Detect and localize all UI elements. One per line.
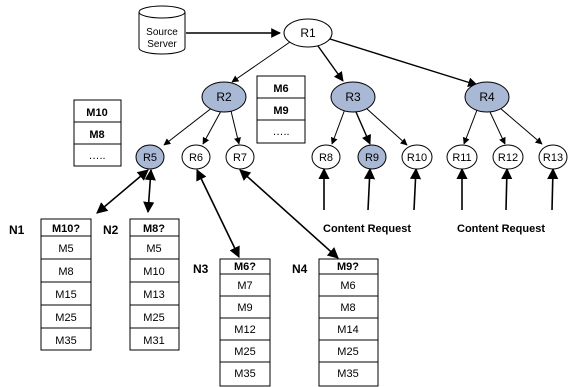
svg-text:…..: …..: [88, 150, 105, 162]
edge-r1-r2: [231, 41, 291, 83]
svg-text:M15: M15: [55, 289, 76, 301]
request-arrow-r9: [363, 167, 376, 211]
svg-text:R13: R13: [543, 152, 563, 164]
router-r10: R10: [401, 144, 433, 170]
svg-text:M35: M35: [337, 368, 358, 380]
node-n4: N4 M9? M6 M8 M14 M25 M35: [292, 258, 379, 387]
router-r3: R3: [330, 81, 376, 113]
edge-r2-r6: [202, 110, 222, 145]
svg-text:M5: M5: [146, 243, 161, 255]
svg-text:M10?: M10?: [52, 223, 80, 235]
edge-r4-r12: [489, 111, 506, 145]
svg-text:M25: M25: [143, 312, 164, 324]
router-r1: R1: [283, 18, 333, 48]
request-arrow-r12: [501, 167, 513, 211]
content-request-label-left: Content Request: [323, 223, 411, 235]
edge-r3-r8: [330, 108, 346, 145]
svg-text:M9?: M9?: [337, 261, 359, 273]
svg-text:M8?: M8?: [143, 223, 165, 235]
svg-text:M35: M35: [234, 368, 255, 380]
svg-text:M5: M5: [58, 243, 73, 255]
svg-text:…..: …..: [272, 126, 289, 138]
svg-text:M25: M25: [337, 346, 358, 358]
svg-text:M14: M14: [337, 324, 358, 336]
edge-r3-r10: [365, 107, 408, 146]
node-n3: N3 M6? M7 M9 M12 M25 M35: [193, 258, 271, 387]
svg-text:N2: N2: [103, 223, 119, 237]
svg-text:N1: N1: [9, 223, 25, 237]
svg-text:R12: R12: [498, 152, 518, 164]
node-n2: N2 M8? M5 M10 M13 M25 M31: [103, 218, 180, 351]
svg-text:R11: R11: [452, 152, 471, 164]
source-server-label-2: Server: [147, 39, 177, 50]
edge-r2-r7: [230, 110, 241, 145]
content-request-label-right: Content Request: [457, 223, 545, 235]
svg-text:M10: M10: [143, 266, 164, 278]
edge-r4-r11: [462, 109, 478, 145]
svg-text:R8: R8: [319, 152, 333, 164]
svg-text:R7: R7: [233, 152, 247, 164]
svg-text:M12: M12: [234, 324, 255, 336]
svg-text:M6: M6: [340, 280, 355, 292]
router-r7: R7: [225, 144, 255, 170]
svg-text:M8: M8: [340, 302, 355, 314]
svg-text:M8: M8: [89, 129, 104, 141]
svg-text:M7: M7: [237, 280, 252, 292]
router-r2: R2: [201, 81, 247, 113]
svg-text:M31: M31: [143, 335, 164, 347]
svg-text:M25: M25: [55, 312, 76, 324]
svg-text:M10: M10: [86, 107, 107, 119]
svg-text:M13: M13: [143, 289, 164, 301]
router-r13: R13: [538, 144, 568, 170]
edge-r1-r3: [317, 45, 344, 82]
svg-text:R10: R10: [407, 152, 427, 164]
svg-text:N3: N3: [193, 262, 209, 276]
edge-r3-r9: [355, 111, 371, 145]
edge-r2-r5: [163, 106, 214, 146]
svg-text:M9: M9: [237, 302, 252, 314]
router-r9: R9: [357, 144, 387, 170]
routers: R1 R2 R3 R4 R5 R6 R7 R8 R9 R10 R11 R12 R…: [135, 18, 568, 170]
edge-r1-r4: [329, 38, 478, 88]
request-arrow-r10: [409, 167, 422, 211]
svg-text:N4: N4: [292, 262, 308, 276]
router-r4: R4: [464, 81, 510, 113]
source-server: Source Server: [138, 5, 186, 55]
svg-text:M8: M8: [58, 266, 73, 278]
edge-n4-r7: [239, 169, 339, 259]
svg-text:R5: R5: [143, 152, 157, 164]
svg-text:M6: M6: [273, 83, 288, 95]
svg-text:R2: R2: [216, 90, 232, 104]
router-r6: R6: [181, 144, 211, 170]
svg-text:M9: M9: [273, 105, 288, 117]
edges: [96, 28, 559, 259]
svg-text:R6: R6: [189, 152, 203, 164]
edge-n1-r5: [96, 169, 149, 214]
svg-text:M25: M25: [234, 346, 255, 358]
svg-text:M6?: M6?: [234, 261, 256, 273]
request-arrow-r13: [547, 167, 559, 211]
svg-text:R4: R4: [479, 90, 495, 104]
router-r8: R8: [311, 144, 341, 170]
cache-table-r3: M6 M9 …..: [256, 75, 306, 144]
edge-r4-r13: [499, 107, 543, 145]
router-r5: R5: [135, 144, 165, 170]
svg-text:R1: R1: [300, 26, 316, 40]
edge-n2-r5: [143, 168, 156, 214]
edge-n3-r6: [196, 168, 240, 259]
node-n1: N1 M10? M5 M8 M15 M25 M35: [9, 218, 92, 351]
svg-text:R9: R9: [365, 152, 379, 164]
router-r11: R11: [446, 144, 478, 170]
cache-table-r2: M10 M8 …..: [73, 99, 122, 167]
svg-text:M35: M35: [55, 335, 76, 347]
router-r12: R12: [492, 144, 524, 170]
svg-text:R3: R3: [345, 90, 361, 104]
source-server-label-1: Source: [146, 27, 178, 38]
